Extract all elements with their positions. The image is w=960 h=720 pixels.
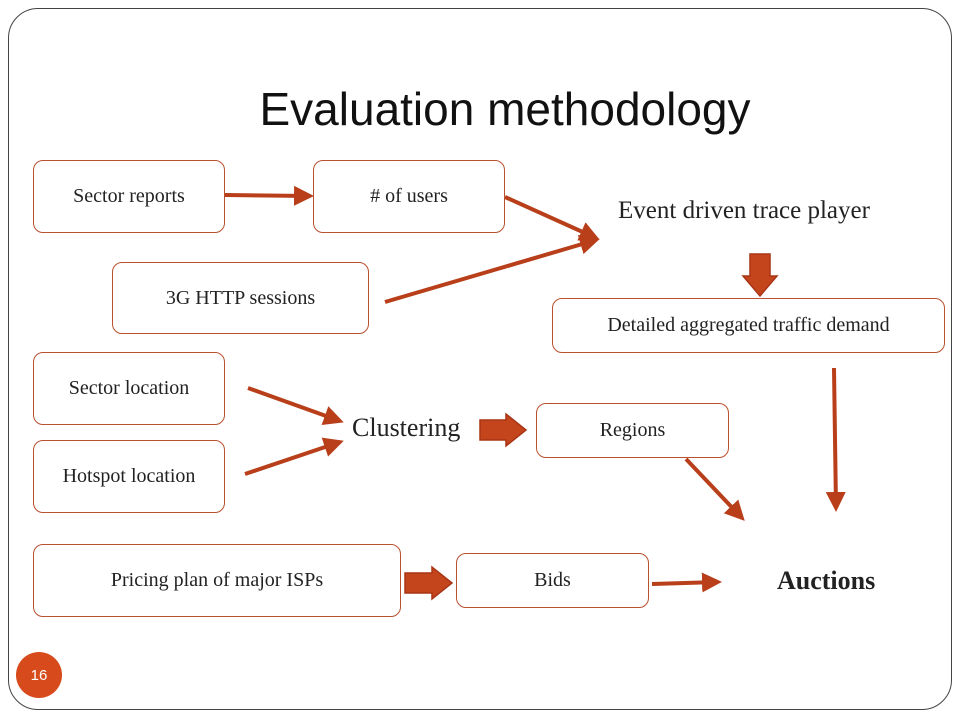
label-auctions: Auctions bbox=[777, 566, 876, 595]
arrow-bids-to-auctions bbox=[651, 572, 722, 593]
box-traffic-demand: Detailed aggregated traffic demand bbox=[552, 298, 945, 353]
box-hotspot-location: Hotspot location bbox=[33, 440, 225, 513]
box-sector-location: Sector location bbox=[33, 352, 225, 425]
slide-title: Evaluation methodology bbox=[259, 83, 751, 135]
arrow-regions-to-auctions bbox=[684, 457, 745, 521]
box-3g-http-sessions: 3G HTTP sessions bbox=[112, 262, 369, 334]
box-regions: Regions bbox=[536, 403, 729, 458]
arrow-users-to-player bbox=[504, 195, 600, 241]
box-pricing-plan: Pricing plan of major ISPs bbox=[33, 544, 401, 617]
box-bids: Bids bbox=[456, 553, 649, 608]
block-arrow-pricing-to-bids bbox=[404, 565, 454, 601]
box-sector-reports: Sector reports bbox=[33, 160, 225, 233]
arrow-hotspot-to-clustering bbox=[244, 437, 344, 476]
arrow-sectorloc-to-clustering bbox=[247, 386, 344, 426]
arrow-http-to-player bbox=[384, 234, 600, 304]
block-arrow-clustering-to-regions bbox=[479, 412, 528, 448]
box-num-users: # of users bbox=[313, 160, 505, 233]
page-number-badge: 16 bbox=[16, 652, 62, 698]
arrow-reports-to-users bbox=[224, 185, 314, 206]
arrow-demand-to-auctions bbox=[825, 367, 846, 512]
label-trace-player: Event driven trace player bbox=[618, 197, 870, 224]
block-arrow-player-to-demand bbox=[741, 253, 779, 298]
label-clustering: Clustering bbox=[352, 413, 461, 442]
